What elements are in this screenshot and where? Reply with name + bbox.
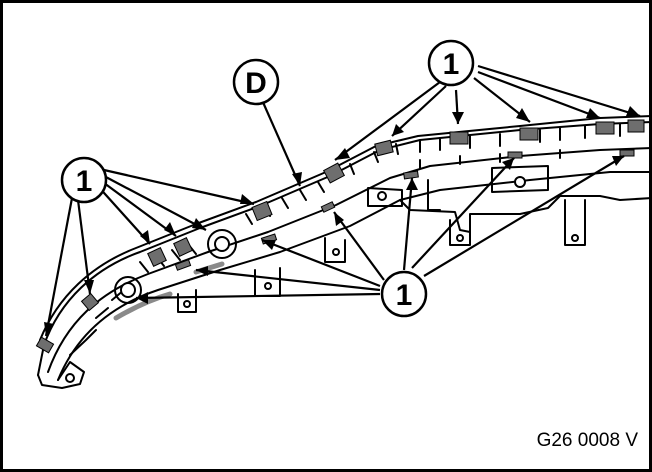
callout-left: 1 (60, 156, 108, 204)
callout-top-right: 1 (427, 39, 475, 87)
svg-text:1: 1 (396, 279, 413, 312)
hole (514, 176, 526, 188)
mounting-boss (114, 229, 237, 304)
hole (456, 234, 464, 242)
hole (264, 282, 272, 290)
hole (571, 234, 579, 242)
svg-text:1: 1 (76, 165, 93, 198)
hole (183, 300, 191, 308)
mounting-holes (65, 176, 579, 383)
hole (65, 373, 75, 383)
arrowheads (44, 106, 640, 336)
bumper-bracket (37, 115, 652, 389)
callout-bottom: 1 (380, 270, 428, 318)
svg-text:D: D (245, 67, 267, 100)
figure-id: G26 0008 V (537, 430, 639, 451)
hole (332, 248, 340, 256)
svg-text:1: 1 (443, 48, 460, 81)
hole (120, 282, 136, 298)
hole (377, 191, 387, 201)
hole (214, 236, 230, 252)
callout-detail-d: D (232, 58, 280, 106)
leader-lines (44, 64, 641, 337)
